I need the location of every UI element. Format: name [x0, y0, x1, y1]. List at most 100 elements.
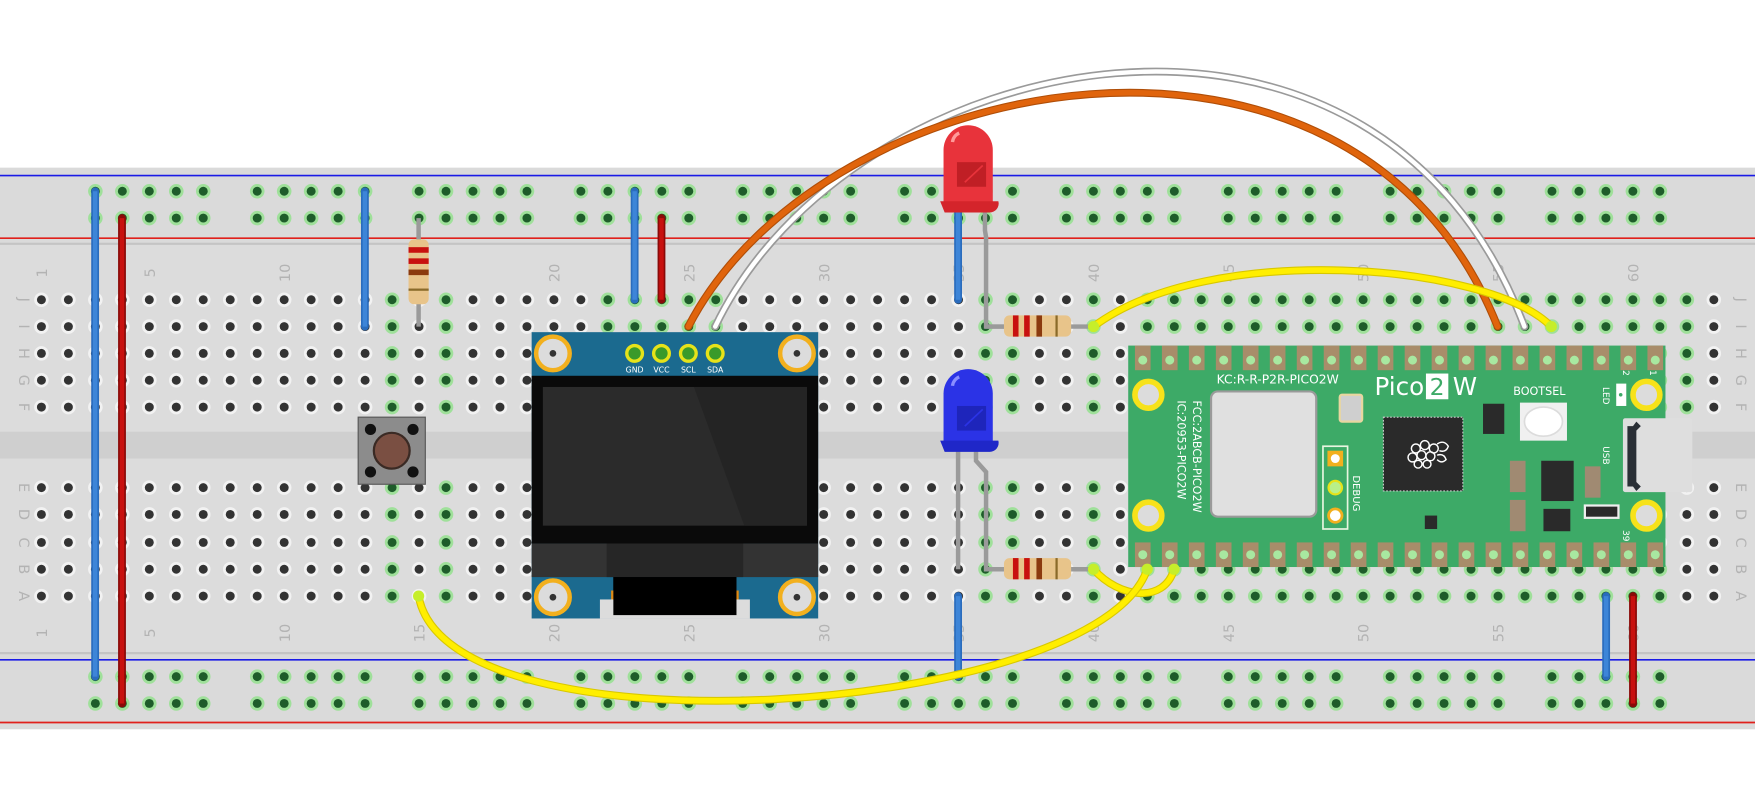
hole-bottom[interactable] — [1682, 564, 1692, 574]
hole-bottom[interactable] — [1709, 564, 1719, 574]
oled-pin-sda[interactable] — [705, 343, 725, 363]
hole-top[interactable] — [306, 402, 316, 412]
hole-bottom[interactable] — [1061, 509, 1071, 519]
wire-orange-scl[interactable] — [685, 89, 1501, 330]
hole-bottom[interactable] — [1115, 483, 1125, 493]
hole-top[interactable] — [846, 402, 856, 412]
hole-top[interactable] — [144, 402, 154, 412]
hole-top[interactable] — [873, 402, 883, 412]
hole-top[interactable] — [252, 322, 262, 332]
hole-bottom[interactable] — [279, 509, 289, 519]
hole-top[interactable] — [927, 295, 937, 305]
hole-top[interactable] — [225, 348, 235, 358]
hole-rail[interactable] — [1304, 186, 1314, 196]
hole-bottom[interactable] — [1709, 509, 1719, 519]
hole-rail[interactable] — [1655, 698, 1665, 708]
hole-top[interactable] — [1223, 295, 1233, 305]
pico-pin-hole[interactable] — [1461, 355, 1471, 365]
hole-top[interactable] — [1331, 322, 1341, 332]
hole-bottom[interactable] — [279, 591, 289, 601]
hole-rail[interactable] — [684, 213, 694, 223]
hole-top[interactable] — [198, 295, 208, 305]
hole-top[interactable] — [846, 375, 856, 385]
oled-display[interactable]: GND VCC SCL SDA — [531, 332, 819, 619]
hole-bottom[interactable] — [819, 591, 829, 601]
hole-top[interactable] — [1088, 295, 1098, 305]
hole-top[interactable] — [576, 322, 586, 332]
hole-rail[interactable] — [1466, 186, 1476, 196]
hole-top[interactable] — [1250, 322, 1260, 332]
hole-top[interactable] — [360, 402, 370, 412]
hole-rail[interactable] — [576, 698, 586, 708]
hole-rail[interactable] — [1008, 186, 1017, 196]
hole-bottom[interactable] — [1115, 591, 1125, 601]
hole-bottom[interactable] — [1088, 537, 1098, 547]
pico-pin-hole[interactable] — [1435, 355, 1444, 365]
hole-rail[interactable] — [1385, 186, 1395, 196]
hole-top[interactable] — [576, 295, 586, 305]
hole-top[interactable] — [225, 322, 235, 332]
hole-bottom[interactable] — [819, 564, 829, 574]
hole-rail[interactable] — [1547, 698, 1557, 708]
hole-top[interactable] — [1709, 322, 1719, 332]
hole-bottom[interactable] — [873, 483, 883, 493]
hole-rail[interactable] — [1574, 186, 1584, 196]
hole-top[interactable] — [1277, 295, 1287, 305]
hole-bottom[interactable] — [333, 537, 343, 547]
hole-rail[interactable] — [1115, 698, 1125, 708]
pico-pin-hole[interactable] — [1515, 355, 1525, 365]
hole-top[interactable] — [414, 348, 424, 358]
hole-rail[interactable] — [1412, 213, 1422, 223]
hole-bottom[interactable] — [333, 509, 343, 519]
pico-pin-hole[interactable] — [1165, 355, 1175, 365]
hole-rail[interactable] — [1223, 213, 1233, 223]
hole-top[interactable] — [360, 375, 370, 385]
hole-rail[interactable] — [171, 698, 181, 708]
hole-top[interactable] — [387, 375, 397, 385]
hole-bottom[interactable] — [846, 564, 856, 574]
hole-rail[interactable] — [738, 672, 748, 682]
hole-top[interactable] — [441, 295, 451, 305]
hole-bottom[interactable] — [900, 537, 910, 547]
hole-top[interactable] — [1547, 295, 1557, 305]
pico-pin-hole[interactable] — [1381, 550, 1391, 560]
hole-bottom[interactable] — [333, 591, 343, 601]
hole-bottom[interactable] — [846, 537, 856, 547]
hole-top[interactable] — [306, 375, 316, 385]
hole-top[interactable] — [1574, 322, 1584, 332]
hole-bottom[interactable] — [1493, 591, 1503, 601]
hole-top[interactable] — [495, 375, 505, 385]
hole-top[interactable] — [468, 375, 478, 385]
hole-top[interactable] — [846, 348, 856, 358]
resistor-blue-led[interactable] — [1003, 558, 1072, 580]
hole-bottom[interactable] — [144, 591, 154, 601]
hole-top[interactable] — [1008, 295, 1017, 305]
hole-bottom[interactable] — [900, 483, 910, 493]
hole-bottom[interactable] — [387, 591, 397, 601]
hole-rail[interactable] — [846, 672, 856, 682]
hole-rail[interactable] — [576, 213, 586, 223]
hole-top[interactable] — [522, 348, 532, 358]
hole-top[interactable] — [1061, 402, 1071, 412]
hole-rail[interactable] — [1412, 698, 1422, 708]
hole-top[interactable] — [1115, 375, 1125, 385]
hole-top[interactable] — [306, 295, 316, 305]
pico-pin-hole[interactable] — [1488, 550, 1498, 560]
hole-bottom[interactable] — [306, 537, 316, 547]
pico-pin-hole[interactable] — [1138, 355, 1148, 365]
hole-top[interactable] — [1412, 295, 1422, 305]
pico-pin-hole[interactable] — [1300, 550, 1310, 560]
pico-pin-hole[interactable] — [1596, 355, 1606, 365]
hole-bottom[interactable] — [468, 591, 478, 601]
hole-rail[interactable] — [1547, 186, 1557, 196]
hole-rail[interactable] — [603, 672, 613, 682]
hole-top[interactable] — [765, 295, 775, 305]
hole-rail[interactable] — [1574, 698, 1584, 708]
hole-top[interactable] — [387, 322, 397, 332]
hole-bottom[interactable] — [1008, 591, 1017, 601]
hole-rail[interactable] — [1115, 186, 1125, 196]
hole-top[interactable] — [279, 322, 289, 332]
hole-top[interactable] — [63, 322, 73, 332]
hole-top[interactable] — [495, 402, 505, 412]
hole-rail[interactable] — [252, 698, 262, 708]
